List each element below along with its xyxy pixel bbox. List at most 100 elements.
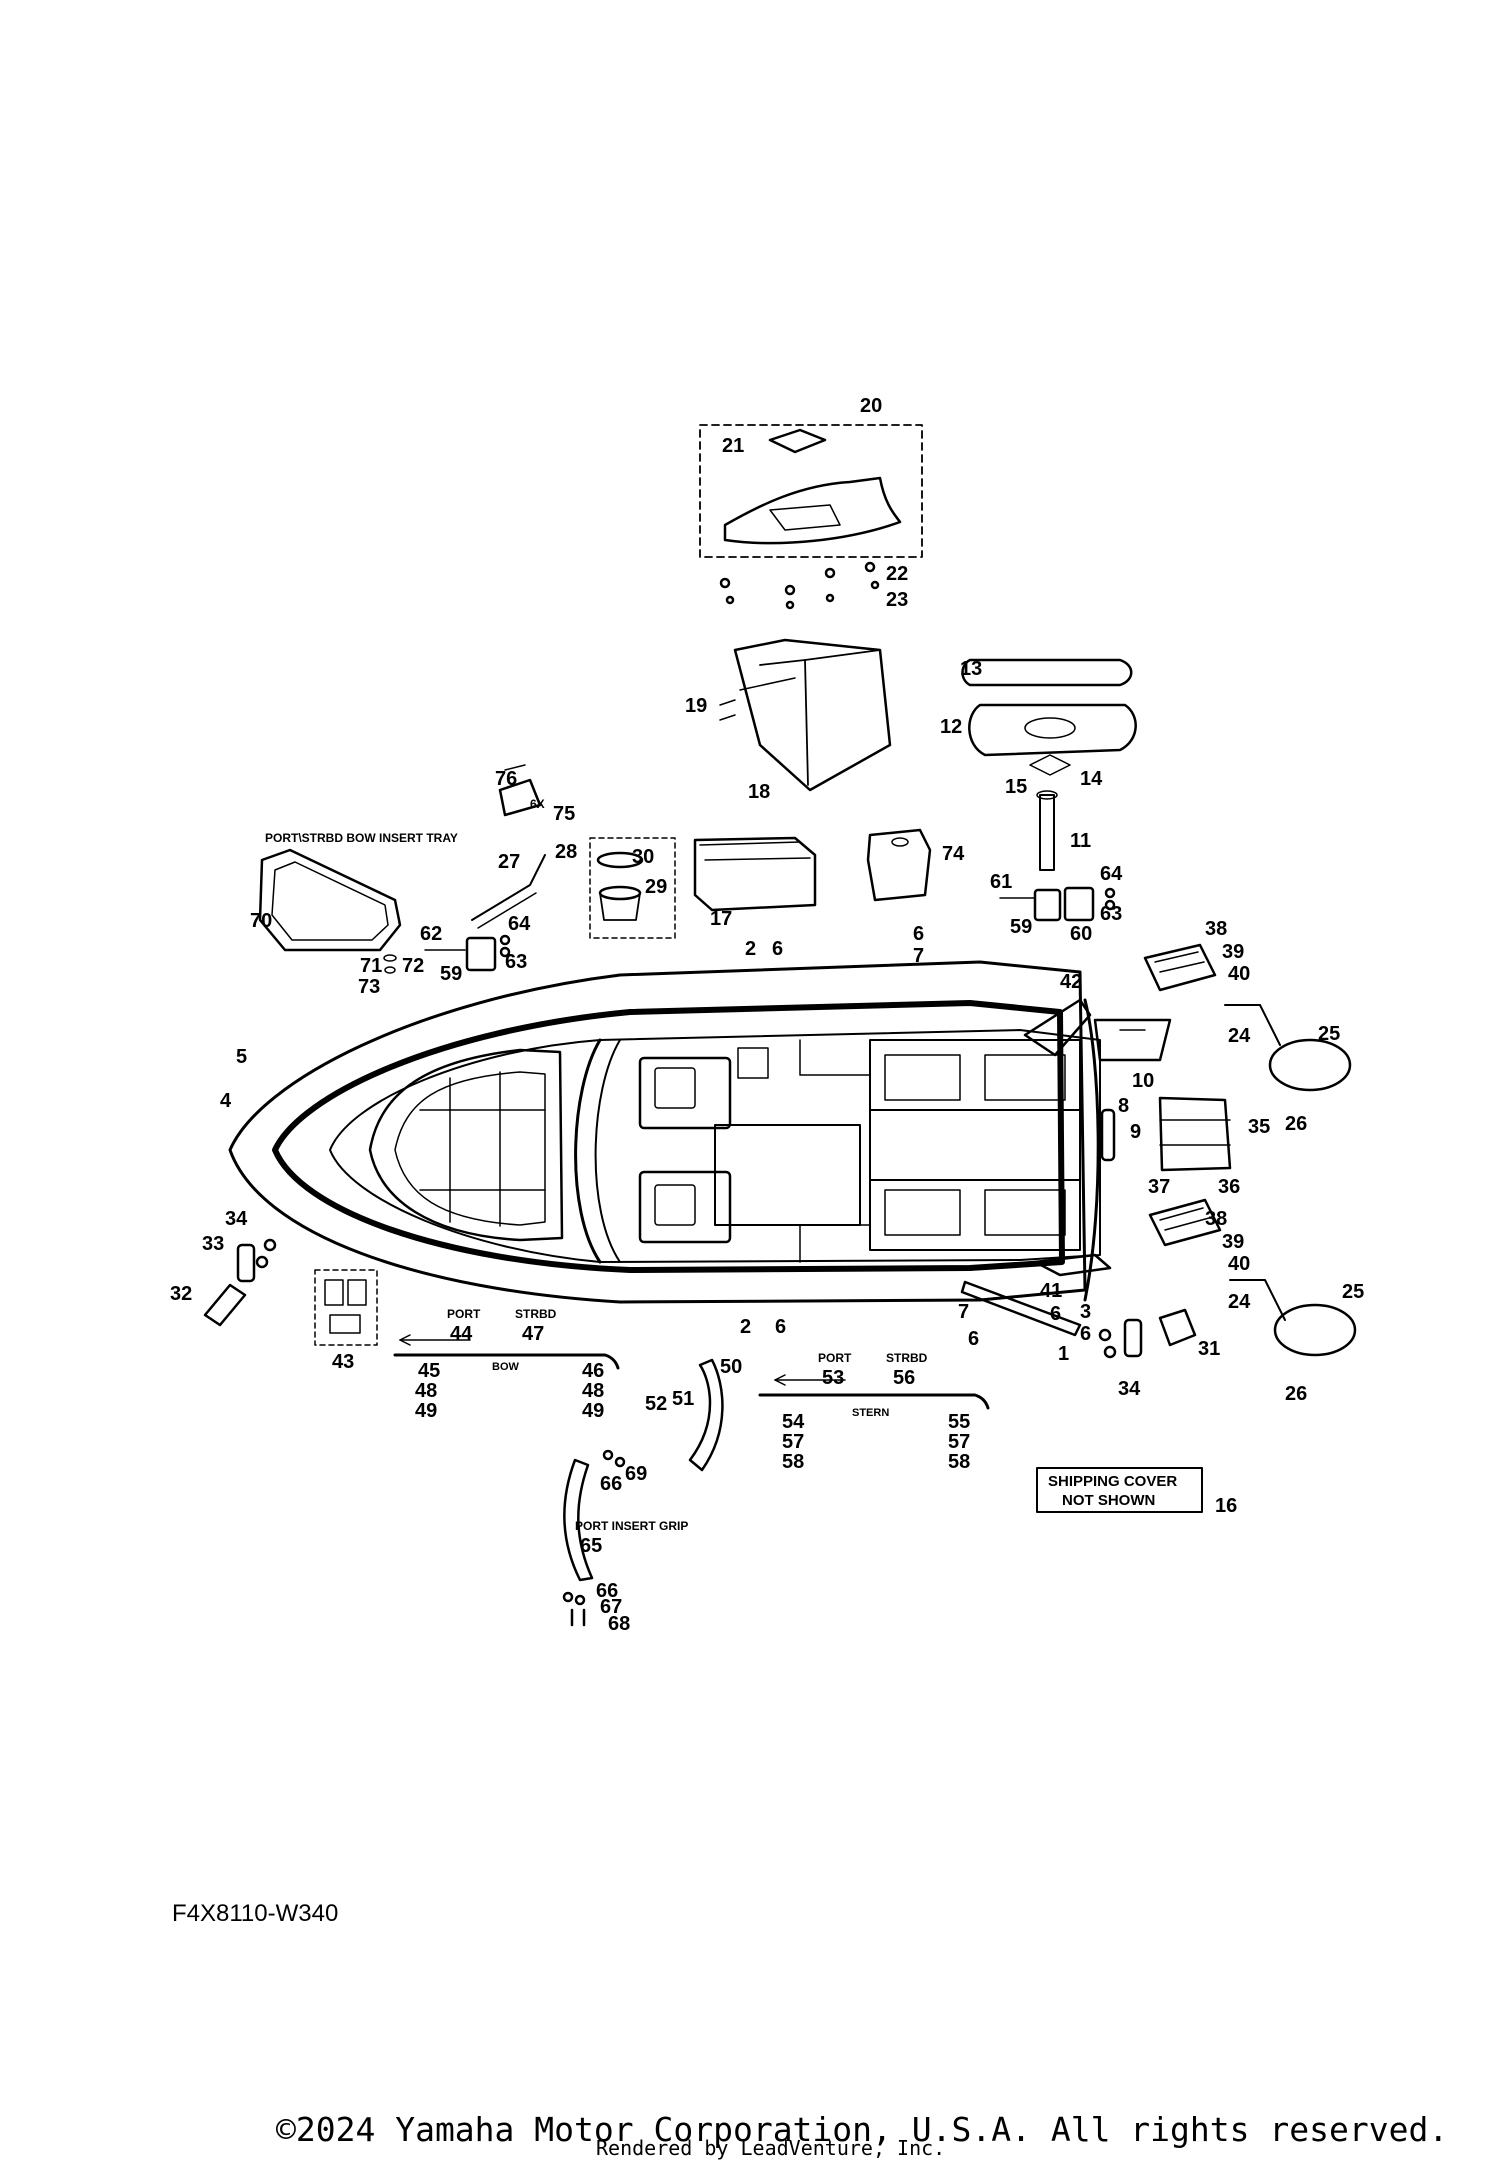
part-number: 40 [1228,963,1250,985]
part-number: 9 [1130,1121,1141,1143]
part-number: 13 [960,658,982,680]
part-number: 32 [170,1283,192,1305]
part-number: 6 [968,1328,979,1350]
part-number: 74 [942,843,965,865]
part-10-panel [1093,1018,1172,1062]
part-number: 26 [1285,1113,1307,1135]
part-number: 33 [202,1233,224,1255]
part-number: 71 [360,955,382,977]
part-number: 64 [508,913,531,935]
label-port-insert-grip: PORT INSERT GRIP [575,1519,688,1533]
part-number: 68 [608,1613,630,1635]
part-25-seat-lower [1229,1279,1357,1357]
label-port: PORT [818,1351,852,1365]
bow-grab-rail [393,1334,620,1370]
part-number: 7 [913,945,924,967]
part-group-20-box [699,424,923,610]
part-number: 75 [553,803,575,825]
part-number: 38 [1205,1208,1227,1230]
part-number: 28 [555,841,577,863]
part-number: 21 [722,435,744,457]
part-number: 19 [685,695,707,717]
part-number: 60 [1070,923,1092,945]
part-number: 48 [582,1380,604,1402]
stern-grab-rail [758,1374,990,1410]
part-number: 16 [1215,1495,1237,1517]
label-bow-insert-tray: PORT\STRBD BOW INSERT TRAY [265,831,458,845]
label-bow: BOW [492,1361,520,1373]
part-41-panel [1033,1253,1112,1277]
shipping-cover-box [1036,1467,1203,1513]
part-70-bow-tray [258,848,402,974]
part-32-cleat-left [203,1238,277,1327]
part-number: 24 [1228,1025,1251,1047]
part-number: 17 [710,908,732,930]
part-group-43-box [314,1269,378,1346]
part-number: 73 [358,976,380,998]
boat-hull [228,960,1101,1304]
part-number: 31 [1198,1338,1220,1360]
part-number: 15 [1005,776,1027,798]
label-port: PORT [447,1307,481,1321]
part-number: 3 [1080,1301,1091,1323]
part-number: 63 [505,951,527,973]
part-number: 30 [632,846,654,868]
part-35-ladder [1158,1096,1232,1172]
part-number: 51 [672,1388,694,1410]
part-number: 49 [415,1400,437,1422]
part-number: 59 [1010,916,1032,938]
part-number: 39 [1222,1231,1244,1253]
part-number: 42 [1060,971,1082,993]
part-number: 6 [913,923,924,945]
part-number: 58 [782,1451,804,1473]
label-shipping-cover-2: NOT SHOWN [1062,1492,1155,1509]
part-number: 38 [1205,918,1227,940]
part-number: 23 [886,589,908,611]
part-number: 12 [940,716,962,738]
part-number: 10 [1132,1070,1154,1092]
part-number: 7 [958,1301,969,1323]
part-number: 72 [402,955,424,977]
part-number: 44 [450,1323,473,1345]
part-number: 66 [600,1473,622,1495]
part-25-seat-upper [1224,1004,1352,1092]
part-number: 22 [886,563,908,585]
part-74-insert [866,828,932,902]
part-number: 34 [225,1208,248,1230]
label-qty-6x: 6X [530,797,545,811]
part-number: 45 [418,1360,440,1382]
part-number: 52 [645,1393,667,1415]
part-number: 61 [990,871,1012,893]
part-number: 6 [1050,1303,1061,1325]
part-59-60-hinge-right [999,886,1116,922]
part-group-28-box [589,837,676,939]
part-31-cleat-right [1098,1308,1197,1359]
part-number: 2 [745,938,756,960]
part-number: 34 [1118,1378,1141,1400]
part-number: 18 [748,781,770,803]
part-number: 35 [1248,1116,1270,1138]
part-number: 14 [1080,768,1103,790]
part-number: 29 [645,876,667,898]
rendered-by-notice: Rendered by LeadVenture, Inc. [596,2136,946,2160]
part-50-grip [688,1358,724,1472]
part-65-port-insert-grip [562,1449,626,1627]
part-38-step-lower [1148,1198,1222,1247]
part-number: 11 [1070,830,1091,852]
part-number: 57 [782,1431,804,1453]
part-42-panel [1023,998,1092,1057]
part-number: 41 [1040,1280,1062,1302]
part-number: 40 [1228,1253,1250,1275]
part-number: 57 [948,1431,970,1453]
part-number: 66 [596,1580,618,1602]
part-labels: 20 21 22 23 19 18 13 12 14 15 11 61 64 6… [170,395,1364,1635]
part-number: 6 [775,1316,786,1338]
part-59-hinge-left [424,934,511,972]
part-number: 69 [625,1463,647,1485]
label-stern: STERN [852,1407,889,1419]
part-number: 56 [893,1367,915,1389]
label-shipping-cover-1: SHIPPING COVER [1048,1473,1177,1490]
part-number: 48 [415,1380,437,1402]
part-number: 26 [1285,1383,1307,1405]
